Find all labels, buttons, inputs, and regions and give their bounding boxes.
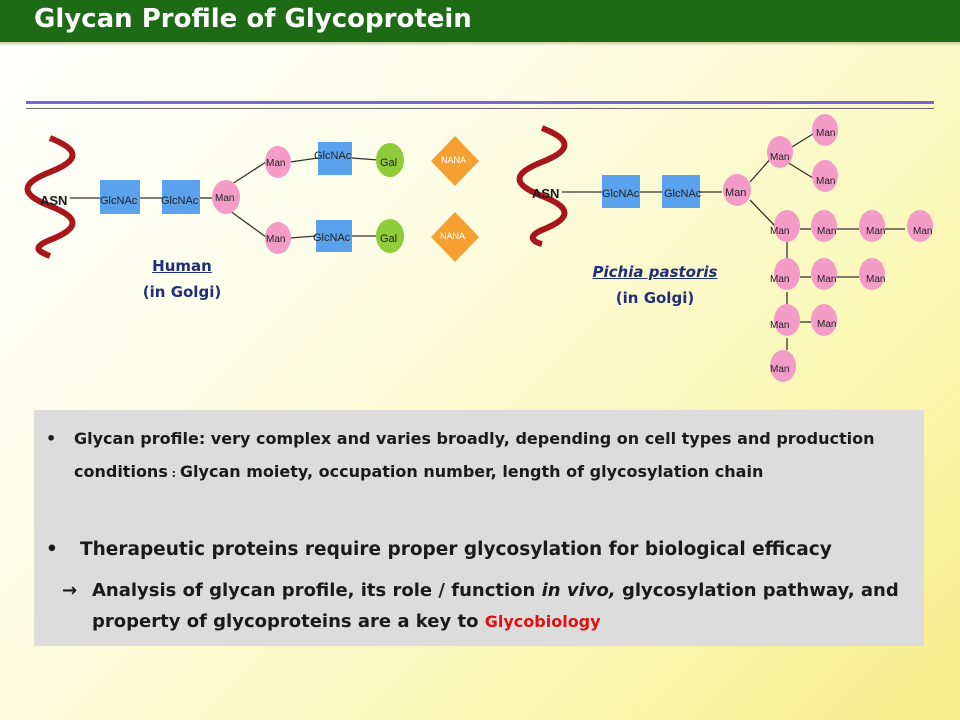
bullet-2-text: Therapeutic proteins require proper glyc… <box>80 539 832 560</box>
divider-blue <box>26 101 934 104</box>
human-nana-bot <box>431 212 479 262</box>
pichia-man-s3 <box>859 258 885 290</box>
human-man-bot-label: Man <box>266 234 285 245</box>
bullet-dot: • <box>46 429 57 448</box>
human-caption: Human (in Golgi) <box>112 253 252 305</box>
pichia-man-t1-label: Man <box>770 320 789 331</box>
summary-box: • Glycan profile: very complex and varie… <box>34 410 924 646</box>
human-gal-top <box>376 143 404 177</box>
human-gal-bot <box>376 219 404 253</box>
pichia-man-r1-label: Man <box>770 226 789 237</box>
pichia-caption: Pichia pastoris (in Golgi) <box>580 259 730 311</box>
pichia-man-s2 <box>811 258 837 290</box>
human-nana-top-label: NANA <box>441 155 466 165</box>
pichia-man-s2-label: Man <box>817 274 836 285</box>
human-man-bot <box>265 222 291 254</box>
pichia-man-core-label: Man <box>725 187 746 199</box>
human-glcnac-bot-label: GlcNAc <box>313 232 351 244</box>
pichia-man-b <box>812 114 838 146</box>
bullet-1-rest: Glycan moiety, occupation number, length… <box>179 462 764 481</box>
bullet-therapeutic: • Therapeutic proteins require proper gl… <box>46 535 906 565</box>
pichia-man-u1 <box>770 350 796 382</box>
human-man-core <box>212 180 240 214</box>
human-glcnac-1-label: GlcNAc <box>100 195 138 207</box>
pichia-glycan: ASN GlcNAc GlcNAc Man Man Man <box>516 114 933 382</box>
human-man-top-label: Man <box>266 158 285 169</box>
pichia-man-c <box>812 160 838 192</box>
bullet-glycan-profile: • Glycan profile: very complex and varie… <box>46 422 906 490</box>
pichia-glcnac-1-label: GlcNAc <box>602 188 640 200</box>
pichia-man-r3 <box>859 210 885 242</box>
pichia-man-r4 <box>907 210 933 242</box>
human-glycan: ASN GlcNAc GlcNAc Man Man Man GlcNAc Glc… <box>24 135 479 262</box>
pichia-caption-org: Pichia pastoris <box>592 263 718 281</box>
human-glcnac-2-label: GlcNAc <box>161 195 199 207</box>
human-man-top <box>265 146 291 178</box>
bullet-3-pre: Analysis of glycan profile, its role / f… <box>92 580 542 601</box>
human-gal-top-label: Gal <box>380 157 397 169</box>
pichia-glcnac-1 <box>602 175 640 208</box>
bullet-3-highlight: Glycobiology <box>484 612 601 631</box>
pichia-man-a-label: Man <box>770 152 789 163</box>
bullet-3-emphasis: in vivo, <box>541 580 616 601</box>
human-caption-org: Human <box>152 257 212 275</box>
slide-title: Glycan Profile of Glycoprotein <box>34 4 472 34</box>
bullet-1-main: Glycan profile: very complex and varies … <box>74 429 875 481</box>
human-nana-top <box>431 136 479 186</box>
human-caption-location: (in Golgi) <box>142 283 222 301</box>
glycan-diagram: ASN GlcNAc GlcNAc Man Man Man GlcNAc Glc… <box>24 114 933 382</box>
human-nana-bot-label: NANA <box>440 231 465 241</box>
pichia-man-r4-label: Man <box>913 226 932 237</box>
human-glcnac-2 <box>162 180 200 214</box>
pichia-caption-location: (in Golgi) <box>615 289 695 307</box>
pichia-man-r2 <box>811 210 837 242</box>
pichia-man-b-label: Man <box>816 128 835 139</box>
human-man-core-label: Man <box>215 193 234 204</box>
pichia-man-c-label: Man <box>816 176 835 187</box>
human-glcnac-top-label: GlcNAc <box>314 150 352 162</box>
human-glcnac-bot <box>316 220 352 252</box>
pichia-glcnac-2-label: GlcNAc <box>664 188 702 200</box>
pichia-man-s3-label: Man <box>866 274 885 285</box>
pichia-man-r1 <box>774 210 800 242</box>
pichia-man-r2-label: Man <box>817 226 836 237</box>
bullet-analysis: → Analysis of glycan profile, its role /… <box>62 575 922 637</box>
human-glcnac-top <box>318 142 352 175</box>
pichia-man-core <box>723 174 751 206</box>
arrow-right-icon: → <box>62 580 78 601</box>
pichia-man-u1-label: Man <box>770 364 789 375</box>
title-bar: Glycan Profile of Glycoprotein <box>0 0 960 42</box>
bullet-1-separator: : <box>167 467 180 480</box>
pichia-protein-strand <box>516 125 568 247</box>
title-shadow <box>0 42 960 46</box>
human-asn-label: ASN <box>40 193 67 208</box>
pichia-connectors <box>562 133 905 350</box>
pichia-man-s1 <box>774 258 800 290</box>
pichia-asn-label: ASN <box>532 186 559 201</box>
human-glcnac-1 <box>100 180 140 214</box>
pichia-man-t2 <box>811 304 837 336</box>
pichia-man-a <box>767 136 793 168</box>
pichia-glcnac-2 <box>662 175 700 208</box>
pichia-man-t1 <box>774 304 800 336</box>
bullet-3-post: glycosylation pathway, and property of g… <box>92 580 899 632</box>
divider-gray <box>26 108 934 109</box>
pichia-man-r3-label: Man <box>866 226 885 237</box>
human-protein-strand <box>24 135 76 259</box>
pichia-man-s1-label: Man <box>770 274 789 285</box>
human-gal-bot-label: Gal <box>380 233 397 245</box>
bullet-dot: • <box>46 539 58 560</box>
pichia-man-t2-label: Man <box>817 319 836 330</box>
